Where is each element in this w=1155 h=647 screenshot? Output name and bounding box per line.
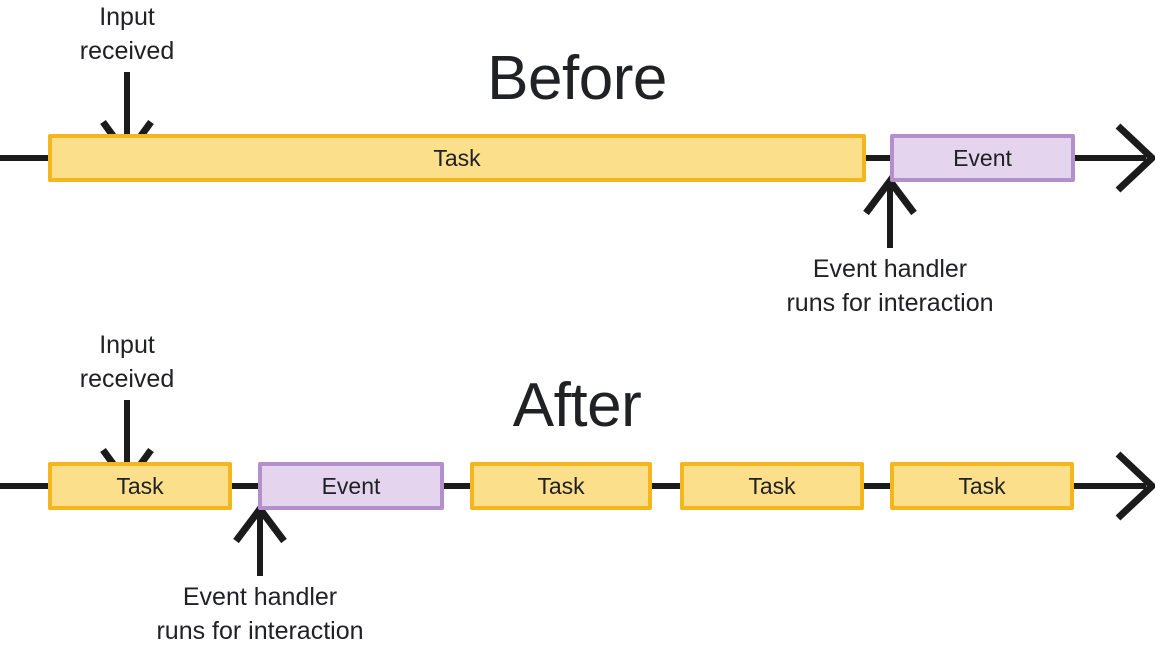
before-event-handler-arrow bbox=[863, 175, 917, 248]
before-task-label: Task bbox=[433, 144, 481, 171]
after-event-block[interactable]: Event bbox=[258, 462, 444, 510]
before-input-received-caption: Input received bbox=[79, 3, 175, 65]
section-heading-after: After bbox=[512, 371, 642, 440]
before-task-block[interactable]: Task bbox=[48, 134, 866, 182]
after-task-label-2: Task bbox=[537, 472, 585, 499]
after-task-label-1: Task bbox=[116, 472, 164, 499]
after-task-block-1[interactable]: Task bbox=[48, 462, 232, 510]
before-event-label: Event bbox=[953, 144, 1012, 171]
before-event-block[interactable]: Event bbox=[890, 134, 1075, 182]
after-task-label-3: Task bbox=[748, 472, 796, 499]
after-task-label-4: Task bbox=[958, 472, 1006, 499]
after-event-label: Event bbox=[321, 472, 381, 499]
before-event-handler-caption: Event handler runs for interaction bbox=[786, 255, 994, 317]
after-event-handler-caption: Event handler runs for interaction bbox=[156, 583, 364, 645]
before-axis-arrowhead bbox=[1115, 123, 1155, 193]
after-task-block-2[interactable]: Task bbox=[470, 462, 652, 510]
after-timeline-axis bbox=[0, 451, 1155, 521]
before-timeline-axis bbox=[0, 123, 1155, 193]
after-task-block-3[interactable]: Task bbox=[680, 462, 864, 510]
after-task-block-4[interactable]: Task bbox=[890, 462, 1074, 510]
section-heading-before: Before bbox=[487, 44, 667, 113]
after-axis-arrowhead bbox=[1115, 451, 1155, 521]
after-event-handler-arrow bbox=[233, 503, 287, 576]
after-input-received-caption: Input received bbox=[79, 331, 175, 393]
